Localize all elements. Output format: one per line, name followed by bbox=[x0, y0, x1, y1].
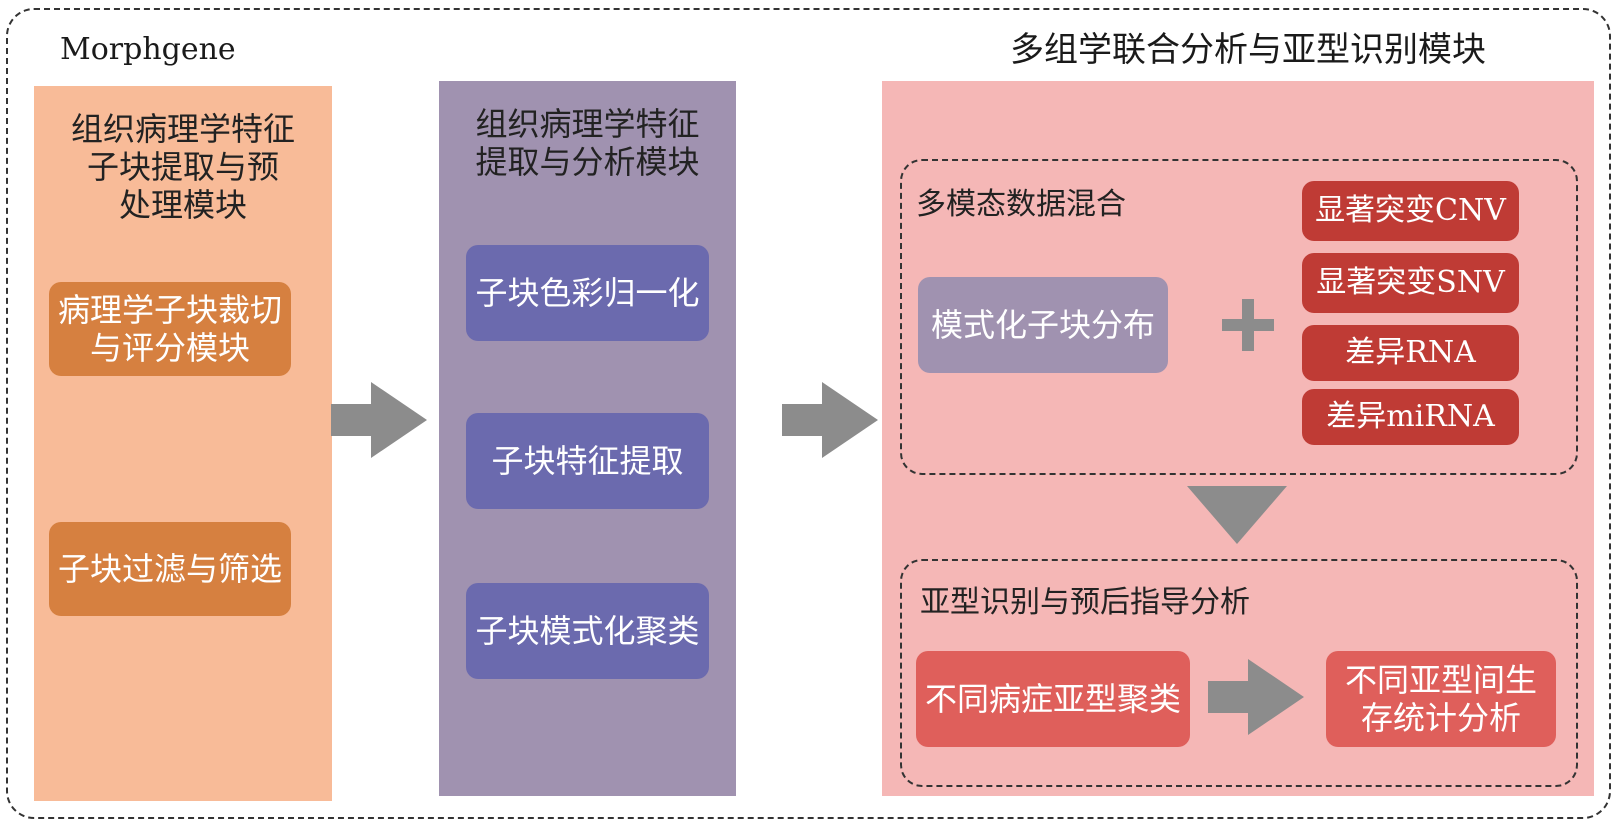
rna-box: 差异RNA bbox=[1302, 325, 1519, 381]
plus-icon bbox=[1222, 299, 1274, 351]
analysis-dashed-box: 亚型识别与预后指导分析 不同病症亚型聚类 不同亚型间生 存统计分析 bbox=[900, 559, 1578, 787]
patch-filtering-box: 子块过滤与筛选 bbox=[49, 522, 291, 616]
color-normalization-box: 子块色彩归一化 bbox=[466, 245, 709, 341]
multiomics-panel: 多模态数据混合 模式化子块分布 显著突变CNV 显著突变SNV 差异RNA 差异… bbox=[882, 81, 1594, 796]
subtype-clustering-box: 不同病症亚型聚类 bbox=[916, 651, 1190, 747]
morphgene-label: Morphgene bbox=[60, 32, 236, 67]
outer-dashed-border bbox=[6, 8, 1611, 819]
arrow-right-icon bbox=[782, 382, 878, 458]
feature-extraction-panel-title: 组织病理学特征 提取与分析模块 bbox=[439, 105, 736, 181]
fusion-dashed-box: 多模态数据混合 模式化子块分布 显著突变CNV 显著突变SNV 差异RNA 差异… bbox=[900, 159, 1578, 475]
panel-title-line: 提取与分析模块 bbox=[475, 143, 700, 181]
fusion-title: 多模态数据混合 bbox=[916, 187, 1126, 222]
box-text-line: 与评分模块 bbox=[89, 329, 250, 367]
panel-title-line: 组织病理学特征 bbox=[475, 105, 700, 143]
analysis-title: 亚型识别与预后指导分析 bbox=[920, 585, 1250, 620]
arrow-down-icon bbox=[1187, 486, 1287, 544]
mirna-box: 差异miRNA bbox=[1302, 389, 1519, 445]
snv-box: 显著突变SNV bbox=[1302, 253, 1519, 313]
preprocessing-panel: 组织病理学特征 子块提取与预 处理模块 病理学子块裁切 与评分模块 子块过滤与筛… bbox=[34, 86, 332, 801]
patch-pattern-clustering-box: 子块模式化聚类 bbox=[466, 583, 709, 679]
survival-analysis-box: 不同亚型间生 存统计分析 bbox=[1326, 651, 1556, 747]
preprocessing-panel-title: 组织病理学特征 子块提取与预 处理模块 bbox=[34, 110, 332, 224]
panel-title-line: 组织病理学特征 bbox=[70, 110, 295, 148]
pattern-distribution-box: 模式化子块分布 bbox=[918, 277, 1168, 373]
box-text-line: 子块过滤与筛选 bbox=[57, 550, 282, 588]
feature-extraction-panel: 组织病理学特征 提取与分析模块 子块色彩归一化 子块特征提取 子块模式化聚类 bbox=[439, 81, 736, 796]
multiomics-module-title: 多组学联合分析与亚型识别模块 bbox=[1010, 30, 1486, 70]
box-text-line: 存统计分析 bbox=[1360, 699, 1521, 737]
patch-cropping-scoring-box: 病理学子块裁切 与评分模块 bbox=[49, 282, 291, 376]
patch-feature-extraction-box: 子块特征提取 bbox=[466, 413, 709, 509]
arrow-right-icon bbox=[331, 382, 427, 458]
box-text-line: 病理学子块裁切 bbox=[57, 291, 282, 329]
panel-title-line: 子块提取与预 bbox=[86, 148, 279, 186]
cnv-box: 显著突变CNV bbox=[1302, 181, 1519, 241]
panel-title-line: 处理模块 bbox=[118, 186, 247, 224]
arrow-right-icon bbox=[1208, 659, 1304, 735]
box-text-line: 不同亚型间生 bbox=[1344, 661, 1537, 699]
